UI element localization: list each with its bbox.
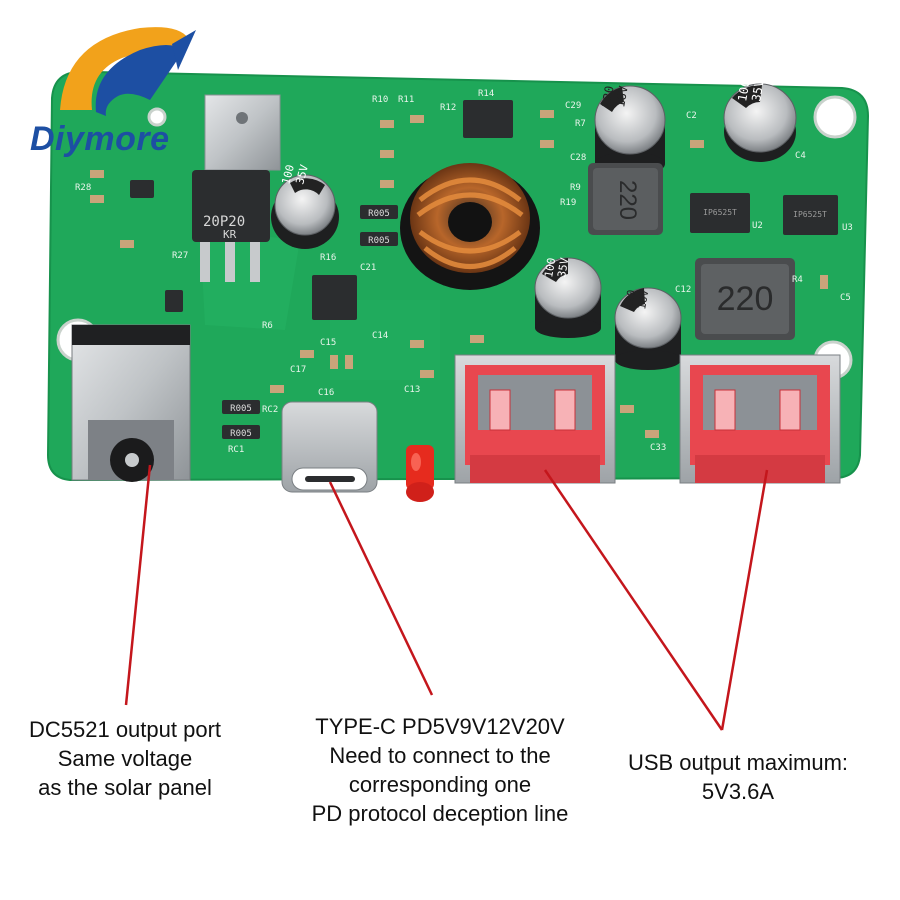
svg-text:C2: C2	[686, 111, 697, 121]
caption-line: Same voltage	[57, 746, 193, 771]
svg-text:C17: C17	[290, 365, 306, 375]
svg-text:R11: R11	[398, 95, 414, 105]
cap-rating: 35V	[555, 256, 571, 278]
inductor-marking: 220	[717, 280, 774, 318]
dc-port-caption: DC5521 output port Same voltage as the s…	[10, 715, 240, 802]
resistor-marking: R005	[230, 429, 252, 439]
charger-ic-right: IP6525T	[783, 195, 838, 235]
svg-text:U3: U3	[842, 223, 853, 233]
svg-text:C14: C14	[372, 331, 388, 341]
svg-text:U2: U2	[752, 221, 763, 231]
resistor-marking: R005	[368, 209, 390, 219]
capacitor-220uf-lower: 220 16V	[614, 287, 682, 370]
svg-text:R14: R14	[478, 89, 494, 99]
caption-line: DC5521 output port	[28, 717, 222, 742]
svg-text:C5: C5	[840, 293, 851, 303]
svg-text:C33: C33	[650, 443, 666, 453]
caption-line: USB output maximum:	[627, 750, 849, 775]
resistor-marking: R005	[368, 236, 390, 246]
svg-text:C15: C15	[320, 338, 336, 348]
controller-chip	[312, 275, 357, 320]
svg-text:R7: R7	[575, 119, 586, 129]
capacitor-220uf-top: 220 16V	[594, 85, 666, 176]
capacitor-100uf-right: 100 35V	[723, 79, 797, 162]
usb-a-port-right	[679, 354, 841, 484]
leader-lines	[124, 464, 769, 731]
inductor-220-lower: 220	[695, 258, 795, 340]
svg-text:R4: R4	[792, 275, 803, 285]
mosfet-marking: 20P20	[203, 214, 245, 230]
silkscreen-labels: R10 R11 R12 R14 C29 R7 C2 C4 C28 R9 R19 …	[75, 89, 853, 455]
inductor-220-top: 220	[588, 163, 663, 235]
svg-text:C13: C13	[404, 385, 420, 395]
mosfet-20p20: 20P20 KR	[192, 94, 281, 282]
svg-text:RC1: RC1	[228, 445, 244, 455]
svg-text:R6: R6	[262, 321, 273, 331]
svg-text:R27: R27	[172, 251, 188, 261]
inductor-marking: 220	[614, 180, 641, 220]
caption-line: corresponding one	[348, 772, 532, 797]
svg-text:R12: R12	[440, 103, 456, 113]
svg-text:C12: C12	[675, 285, 691, 295]
shunt-resistors: R005 R005 R005 R005	[222, 205, 398, 439]
chip-marking: IP6525T	[703, 208, 737, 217]
capacitor-100uf-left: 100 35V	[271, 163, 339, 249]
brand-logo-icon	[60, 27, 196, 116]
dc5521-jack	[71, 324, 191, 482]
cap-value: 100	[279, 163, 297, 186]
driver-chip	[463, 100, 513, 138]
charger-ic-left: IP6525T	[690, 193, 750, 233]
svg-text:R19: R19	[560, 198, 576, 208]
usb-a-port-left	[454, 354, 616, 484]
capacitor-100uf-middle: 100 35V	[534, 256, 602, 338]
cap-value: 220	[622, 289, 638, 311]
svg-text:R16: R16	[320, 253, 336, 263]
svg-text:C4: C4	[795, 151, 806, 161]
svg-text:C21: C21	[360, 263, 376, 273]
resistor-marking: R005	[230, 404, 252, 414]
chip-marking: IP6525T	[793, 210, 827, 219]
caption-line: Need to connect to the	[329, 743, 551, 768]
cap-rating: 16V	[613, 85, 631, 109]
toroid-inductor	[400, 163, 540, 290]
cap-rating: 35V	[749, 79, 767, 103]
svg-text:C16: C16	[318, 388, 334, 398]
svg-text:R9: R9	[570, 183, 581, 193]
svg-text:RC2: RC2	[262, 405, 278, 415]
svg-text:C29: C29	[565, 101, 581, 111]
cap-value: 100	[542, 257, 558, 279]
type-c-port	[281, 401, 378, 493]
cap-rating: 16V	[635, 288, 651, 310]
cap-rating: 35V	[293, 163, 311, 186]
usb-caption: USB output maximum: 5V3.6A	[598, 748, 878, 806]
caption-line: TYPE-C PD5V9V12V20V	[315, 714, 565, 739]
red-led	[406, 445, 434, 502]
cap-value: 220	[599, 85, 617, 109]
caption-line: 5V3.6A	[701, 779, 775, 804]
caption-line: as the solar panel	[38, 775, 212, 800]
cap-value: 100	[735, 79, 753, 103]
caption-line: PD protocol deception line	[311, 801, 569, 826]
svg-text:R10: R10	[372, 95, 388, 105]
svg-text:C28: C28	[570, 153, 586, 163]
typec-caption: TYPE-C PD5V9V12V20V Need to connect to t…	[270, 712, 610, 828]
smd-components	[90, 110, 828, 438]
brand-logo-text: Diymore	[30, 120, 170, 158]
mosfet-suffix: KR	[223, 228, 237, 241]
svg-text:R28: R28	[75, 183, 91, 193]
